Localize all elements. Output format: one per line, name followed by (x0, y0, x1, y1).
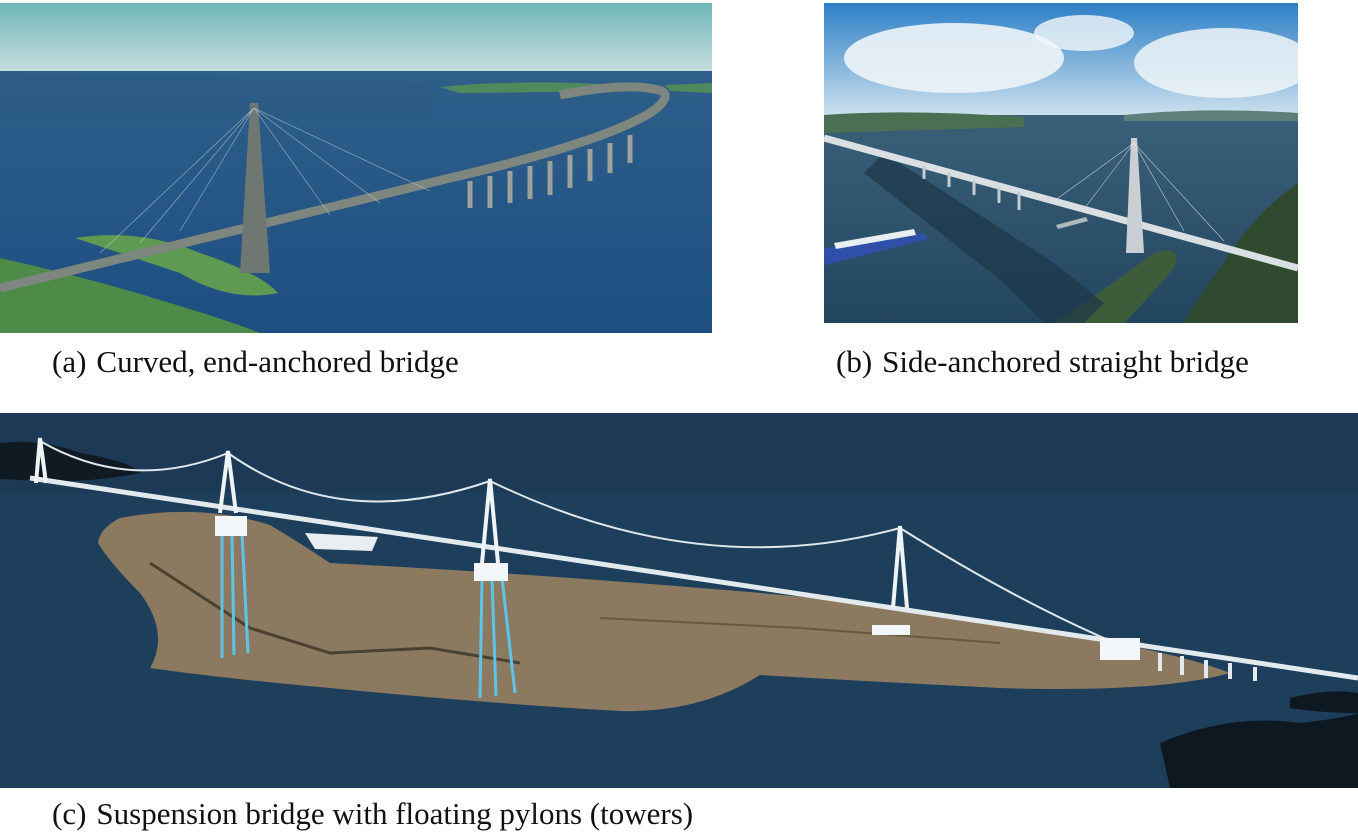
figure-c-tag: (c) (52, 796, 87, 831)
figure-b-caption: (b) Side-anchored straight bridge (836, 346, 1249, 377)
figure-b-caption-text: Side-anchored straight bridge (882, 344, 1249, 379)
figure-a-caption: (a) Curved, end-anchored bridge (52, 346, 459, 377)
figure-a-tag: (a) (52, 344, 87, 379)
figure-c-image (0, 413, 1358, 788)
figure-a-caption-text: Curved, end-anchored bridge (96, 344, 459, 379)
figure-b-tag: (b) (836, 344, 873, 379)
figure-c-caption: (c) Suspension bridge with floating pylon… (52, 798, 693, 829)
figure-c-caption-text: Suspension bridge with floating pylons (… (96, 796, 694, 831)
figure-a-image (0, 3, 712, 333)
figure-b-image (824, 3, 1298, 323)
